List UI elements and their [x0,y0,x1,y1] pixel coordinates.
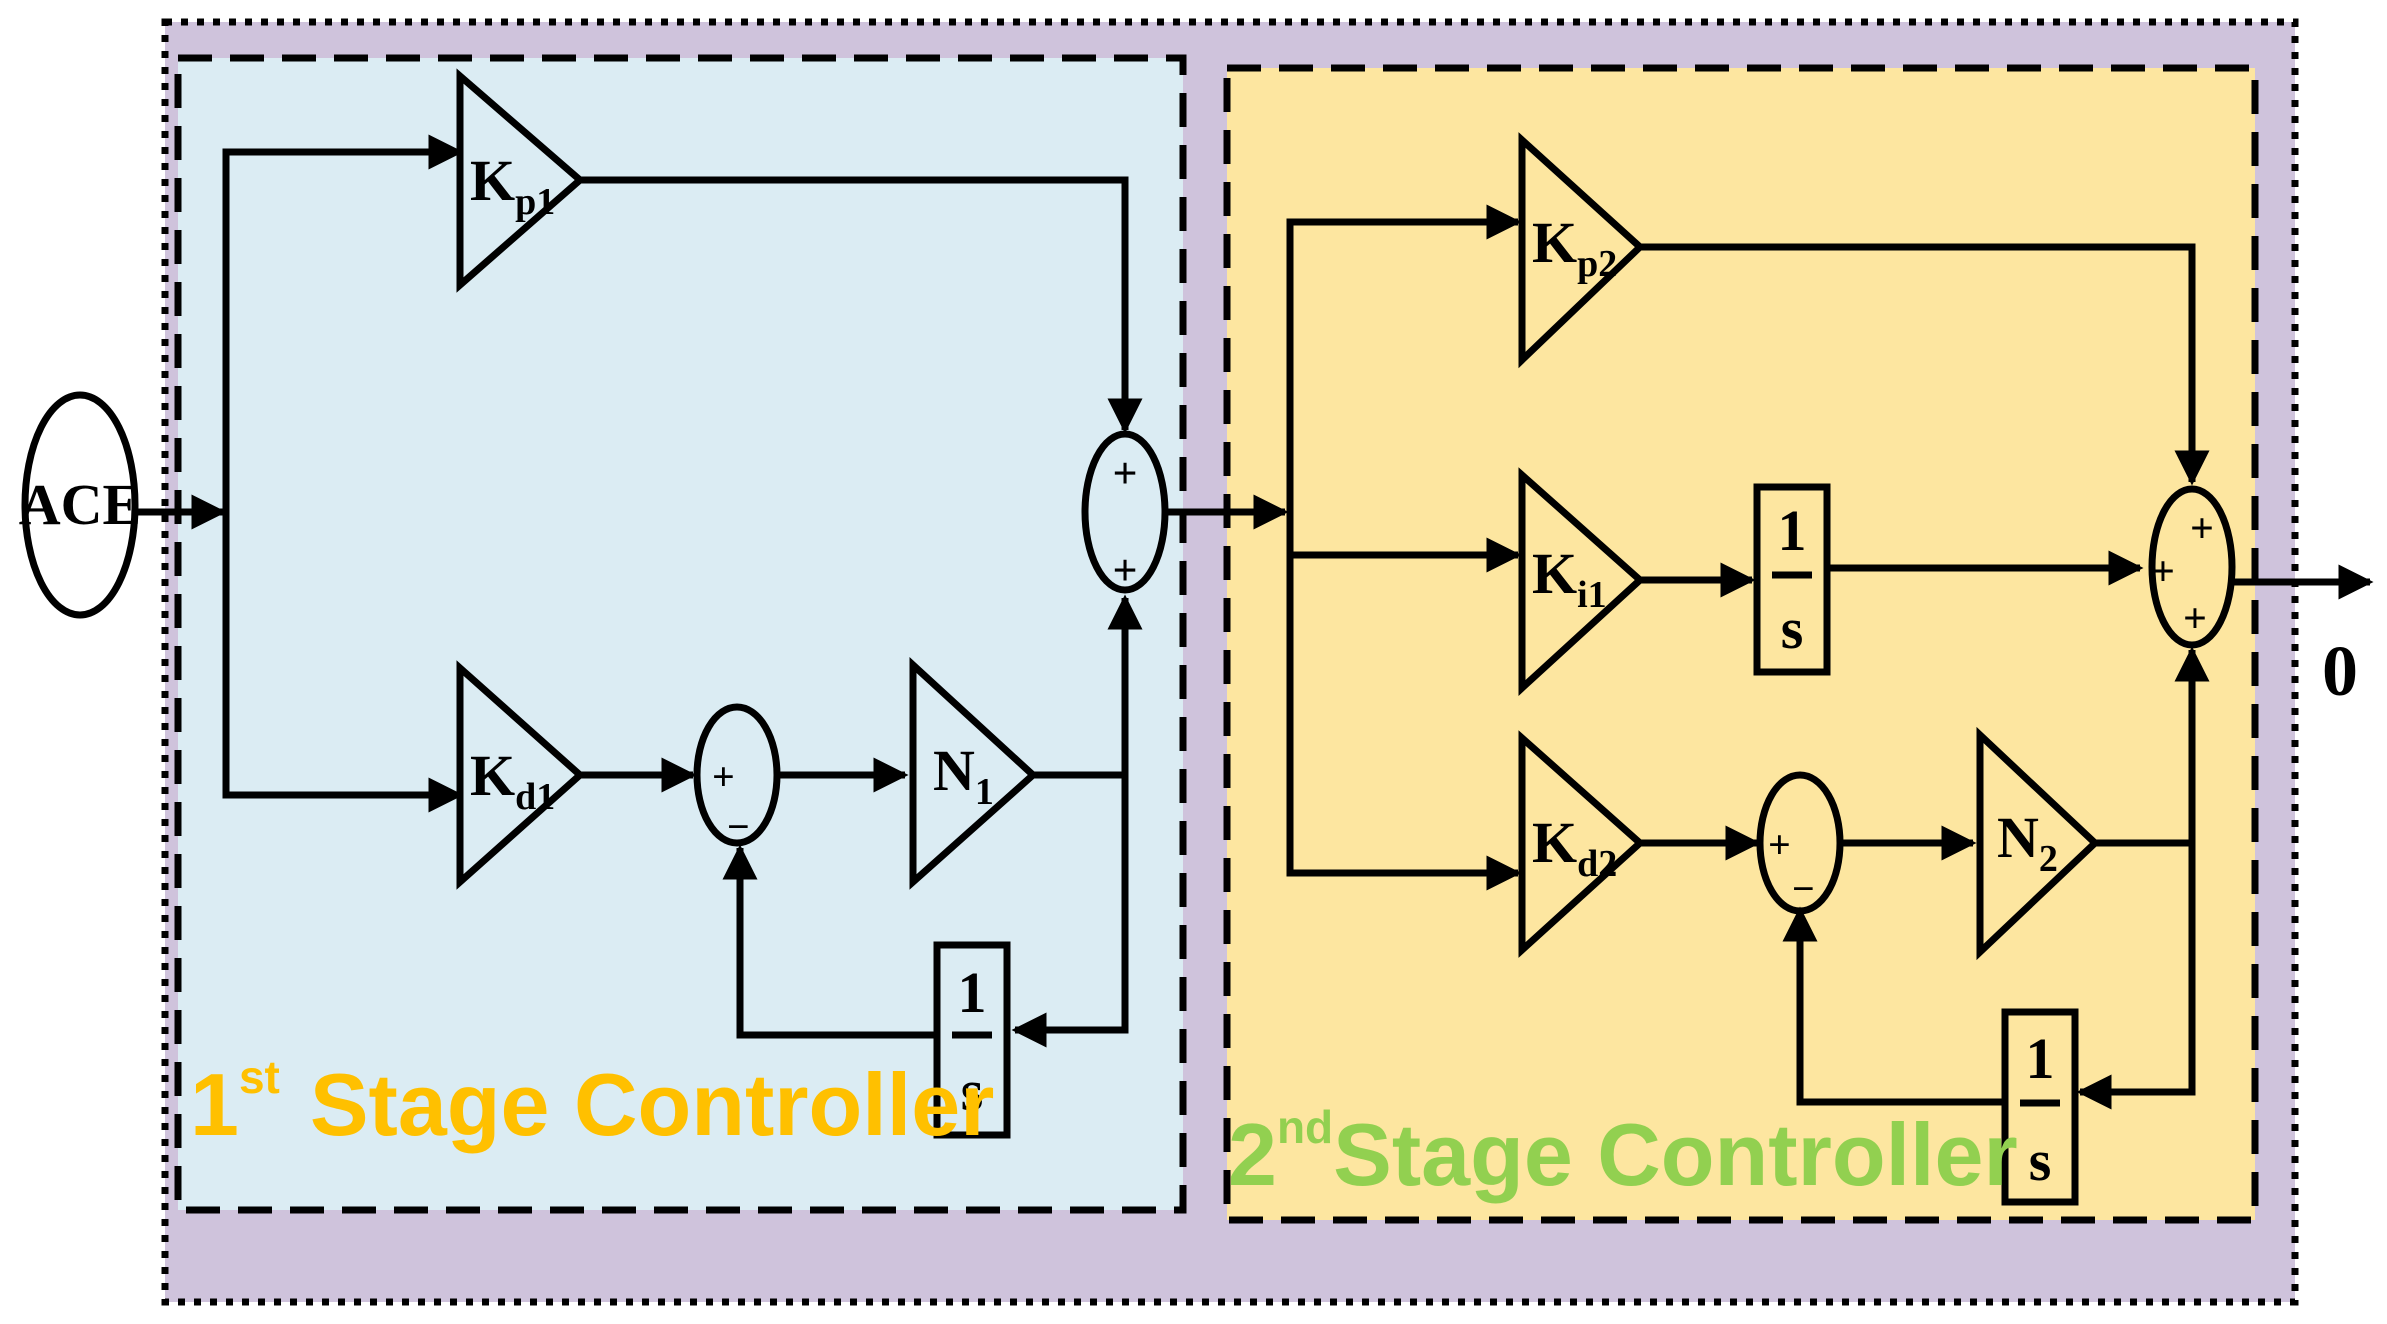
stage2-out-sum-sign-top: + [2190,506,2214,552]
wire-integrator2-to-sum-fb [1782,906,2003,1106]
ace-input-node [21,391,139,619]
n2-label: N2 [1997,805,2058,880]
wire-integrator1-to-sum-fb [722,844,937,1039]
wire-kp2-to-sum [1640,243,2210,486]
stage2-output-summing-junction [2148,485,2236,649]
stage1-fb-sum-sign-bottom: − [727,804,750,849]
stage2-integrator-fb-denominator: s [2029,1128,2052,1193]
stage1-feedback-summing-junction [693,703,781,847]
kp2-label: Kp2 [1532,210,1617,285]
wire-to-kd1 [222,512,464,813]
output-label: 0 [2322,631,2358,711]
stage1-out-sum-sign-bottom: + [1112,546,1137,595]
wire-to-integrator2 [2076,843,2196,1110]
ace-label: ACE [19,472,141,537]
n1-label: N1 [933,738,994,813]
ki1-gain-block [1518,467,1646,696]
ki1-label: Ki1 [1532,541,1607,616]
kp2-gain-block [1518,132,1646,369]
stage2-integrator-ki-denominator: s [1781,596,1804,661]
n1-gain-block [909,657,1039,890]
kd1-gain-block [456,660,586,890]
stage2-panel [1223,64,2259,1224]
stage1-out-sum-sign-top: + [1112,449,1137,498]
stage2-fb-sum-sign-bottom: − [1792,866,1815,911]
stage1-fb-sum-sign-left: + [712,754,735,799]
wire-to-integrator1 [1011,775,1129,1048]
wire-kp1-to-sum [580,176,1143,434]
kp1-gain-block [456,68,586,293]
stage2-integrator-fb-numerator: 1 [2026,1026,2055,1091]
n2-gain-block [1976,726,2101,961]
stage1-integrator-denominator: s [961,1058,984,1123]
stage2-out-sum-sign-left: + [2151,549,2175,595]
stage2-integrator-ki-numerator: 1 [1778,498,1807,563]
stage2-out-sum-sign-bottom: + [2183,596,2207,642]
stage1-integrator-numerator: 1 [958,960,987,1025]
stage2-fb-sum-sign-left: + [1768,822,1791,867]
kd2-gain-block [1518,730,1646,958]
stage2-title: 2ndStage Controller [1228,1101,2018,1204]
stage2-feedback-summing-junction [1756,771,1844,915]
wire-to-kd2 [1286,512,1522,891]
kd2-label: Kd2 [1532,810,1617,885]
kp1-label: Kp1 [470,148,555,223]
stage1-integrator-block [933,941,1011,1139]
wire-to-kp2 [1286,204,1522,512]
stage1-panel [174,54,1187,1214]
stage2-integrator-fb-block [2001,1008,2079,1206]
kd1-label: Kd1 [470,743,555,818]
wire-to-kp1 [222,134,464,512]
stage2-integrator-ki-block [1753,483,1831,676]
